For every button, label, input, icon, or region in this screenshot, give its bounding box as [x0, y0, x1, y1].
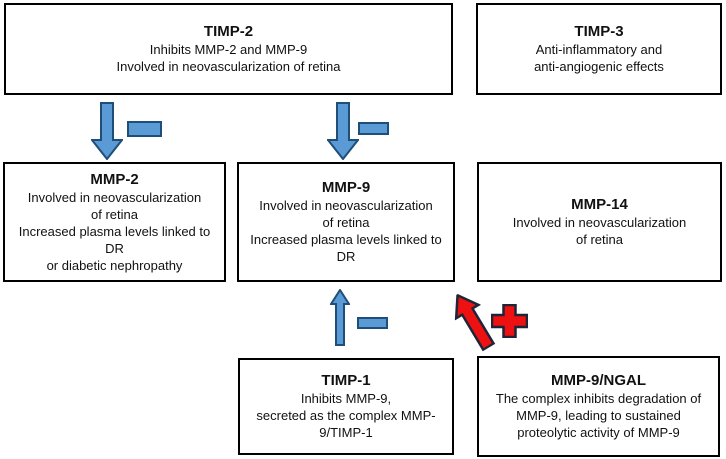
node-mmp14-body: Involved in neovascularization of retina — [512, 215, 687, 247]
minus-sign-icon — [358, 122, 389, 135]
node-timp1-title: TIMP-1 — [321, 372, 371, 389]
node-timp3-body: Anti-inflammatory and anti-angiogenic ef… — [534, 42, 664, 74]
timp1-to-mmp9-inhibit-arrow-icon — [330, 289, 350, 346]
node-mmp9: MMP-9 Involved in neovascularization of … — [237, 162, 455, 282]
node-timp2-body: Inhibits MMP-2 and MMP-9 Involved in neo… — [116, 42, 341, 74]
node-mmp9ngal-body: The complex inhibits degradation of MMP-… — [495, 391, 702, 440]
timp2-to-mmp2-inhibit-arrow-icon — [91, 102, 123, 160]
node-timp3: TIMP-3 Anti-inflammatory and anti-angiog… — [476, 3, 722, 95]
plus-sign-icon — [491, 304, 528, 338]
timp2-to-mmp9-inhibit-arrow-icon — [327, 102, 359, 160]
node-mmp14-title: MMP-14 — [571, 196, 628, 213]
minus-sign-icon — [127, 121, 162, 137]
node-mmp2: MMP-2 Involved in neovascularization of … — [3, 162, 226, 282]
node-mmp14: MMP-14 Involved in neovascularization of… — [477, 162, 722, 282]
node-timp2-title: TIMP-2 — [203, 23, 254, 40]
mmp9ngal-to-mmp9-activate-arrow-icon — [454, 293, 496, 352]
node-mmp9-title: MMP-9 — [321, 179, 371, 196]
node-mmp9ngal-title: MMP-9/NGAL — [551, 372, 646, 389]
node-timp3-title: TIMP-3 — [574, 23, 624, 40]
node-mmp2-title: MMP-2 — [90, 170, 139, 188]
node-mmp2-body: Involved in neovascularization of retina… — [18, 189, 211, 273]
node-mmp9-body: Involved in neovascularization of retina… — [250, 198, 442, 264]
node-timp1: TIMP-1 Inhibits MMP-9, secreted as the c… — [238, 358, 454, 455]
node-timp1-body: Inhibits MMP-9, secreted as the complex … — [256, 391, 436, 440]
minus-sign-icon — [357, 317, 388, 329]
node-timp2: TIMP-2 Inhibits MMP-2 and MMP-9 Involved… — [4, 3, 453, 95]
node-mmp9ngal: MMP-9/NGAL The complex inhibits degradat… — [477, 356, 720, 457]
